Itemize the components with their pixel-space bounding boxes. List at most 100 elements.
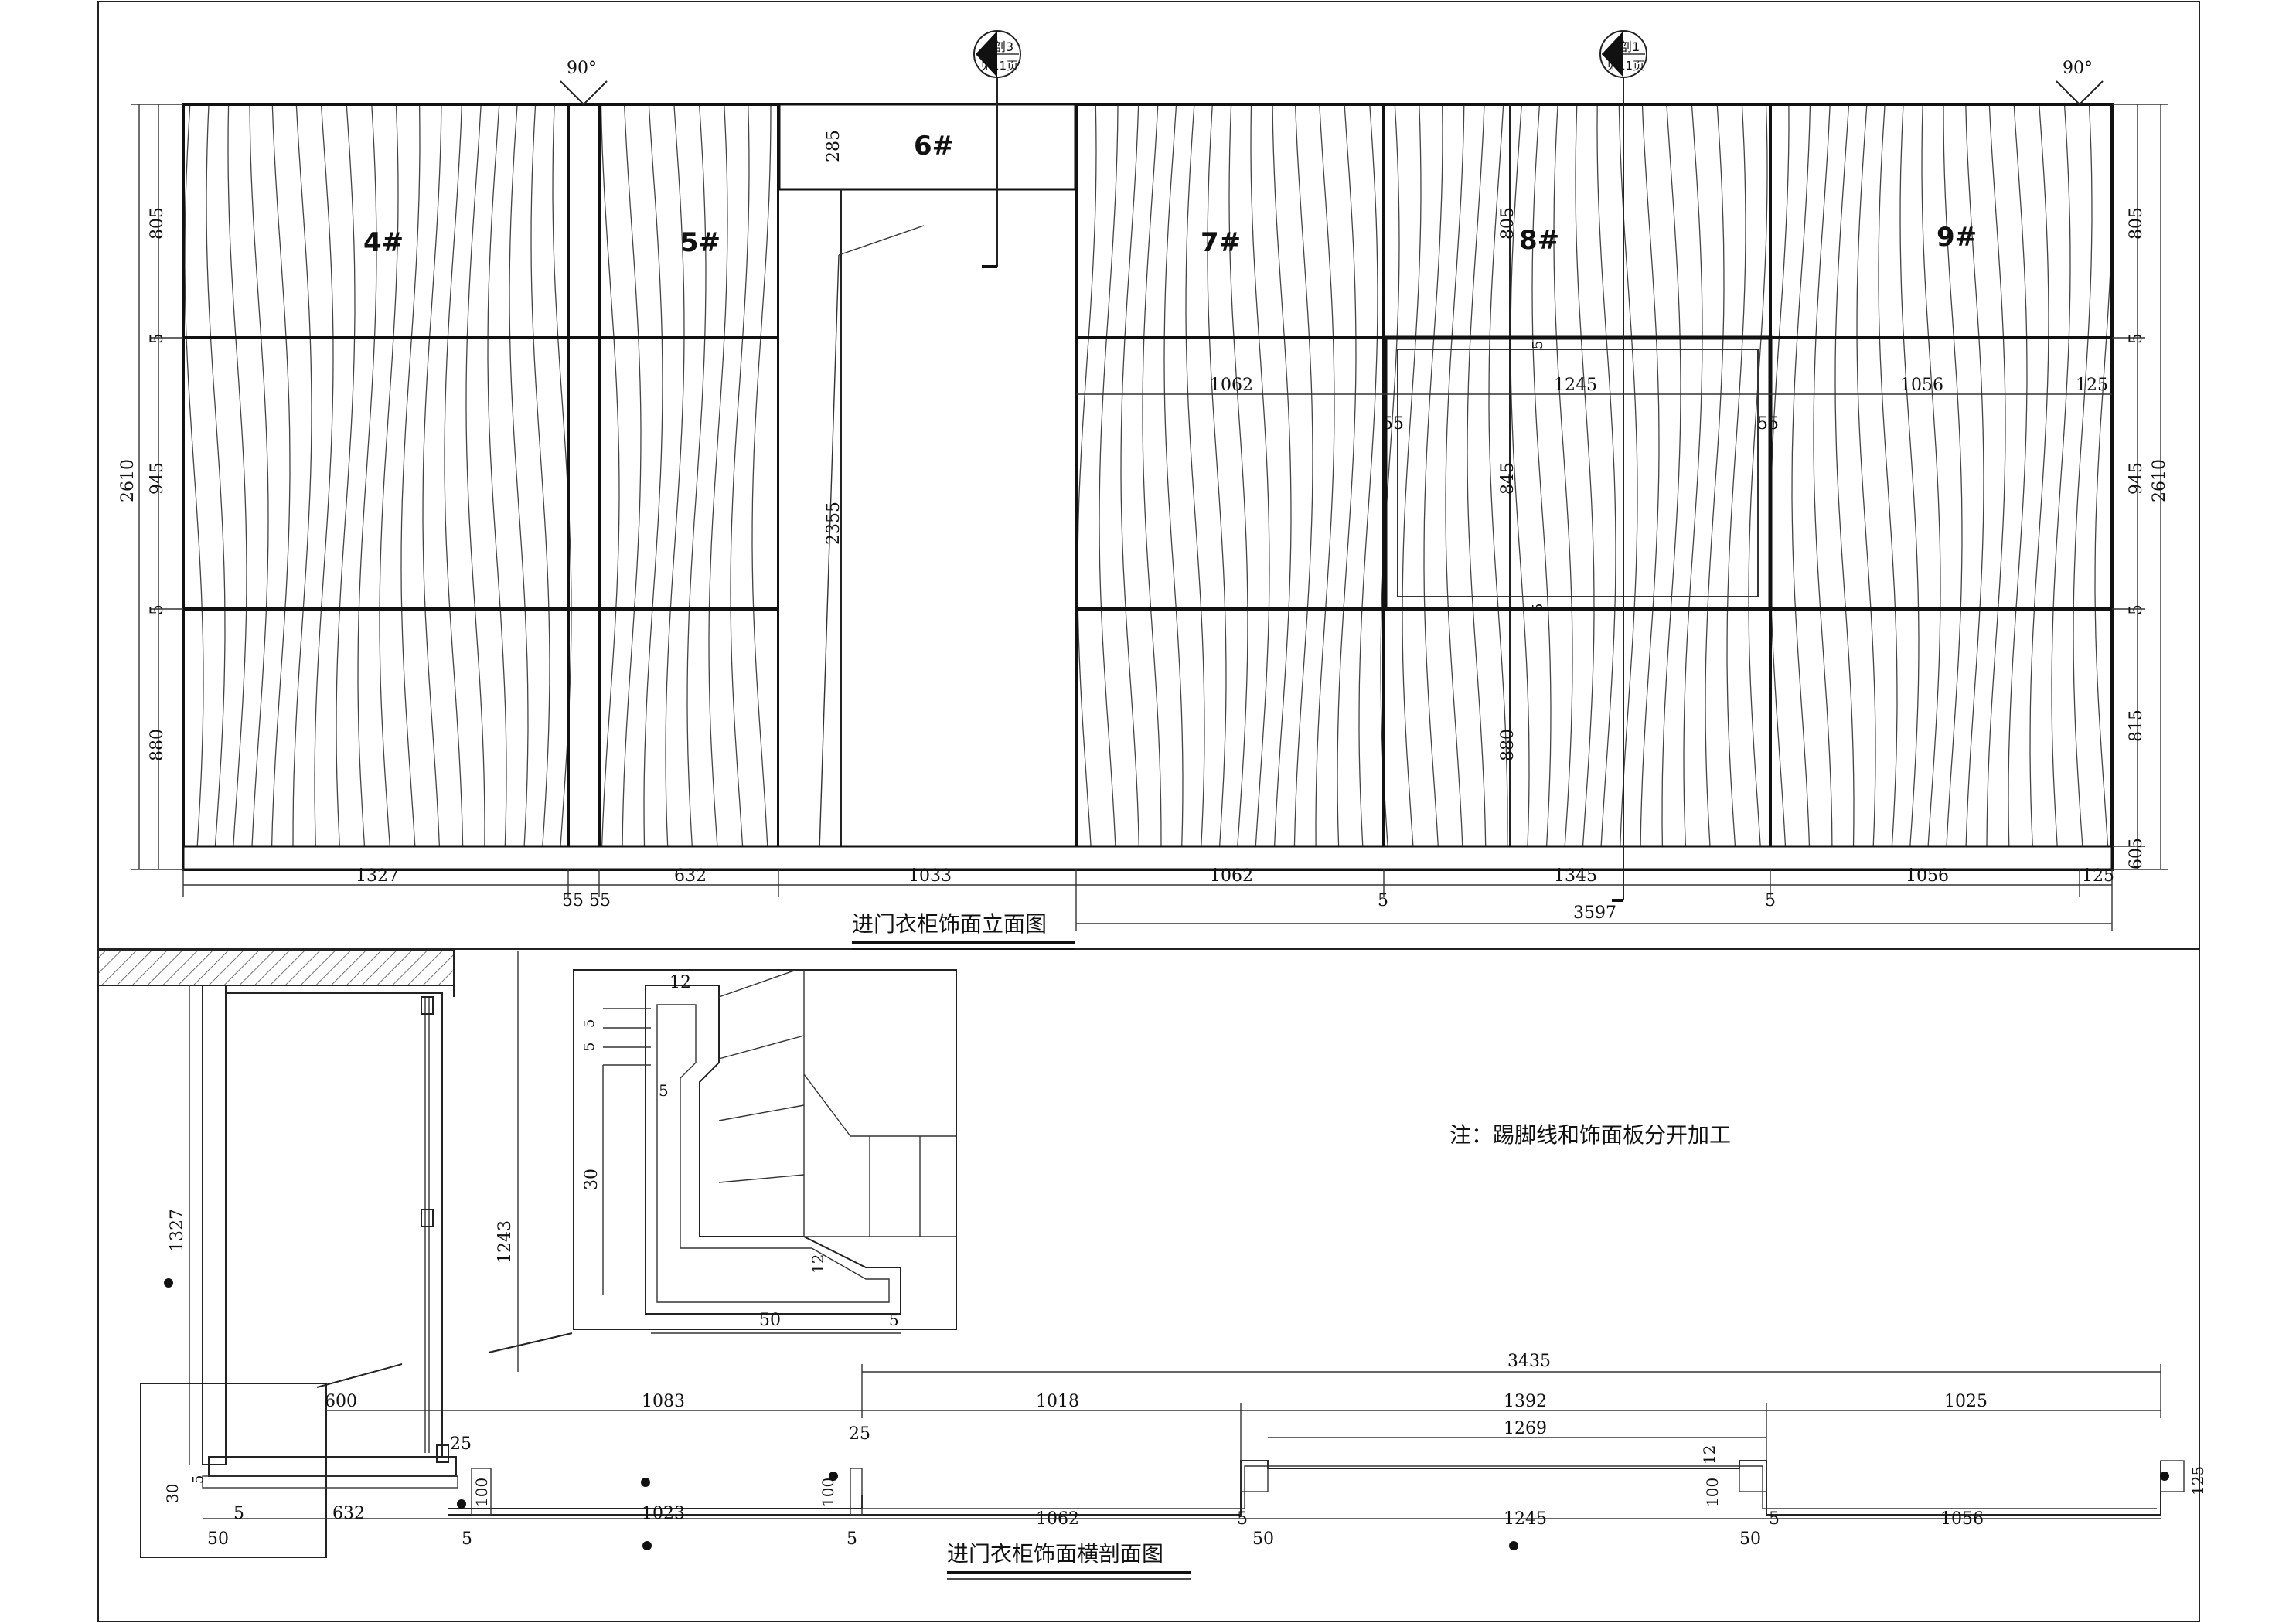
- bottom-dimension-chain: 1327 55 55 632 1033 1062 5 1345 5 1056 1…: [182, 866, 2114, 931]
- cabinet-inner-box: [225, 992, 443, 1458]
- dim-815-right: 815: [2127, 709, 2146, 742]
- dim-bottom-5e: 5: [847, 1529, 857, 1549]
- dim-bottom-1062: 1062: [1036, 1509, 1079, 1529]
- angle-text-left: 90°: [567, 59, 597, 78]
- wood-grain-line: [1272, 104, 1292, 847]
- svg-text:剖3: 剖3: [993, 39, 1013, 54]
- wood-grain-line: [1661, 104, 1681, 847]
- detail-dim-12b: 12: [809, 1254, 827, 1274]
- wood-grain-line: [1834, 104, 1855, 847]
- panel-label-5: 5#: [680, 227, 720, 258]
- ref-dot-4: [829, 1472, 838, 1481]
- wood-grain-line: [2051, 104, 2071, 847]
- dim-5-right-b: 5: [2127, 604, 2146, 615]
- panel-label-9: 9#: [1937, 222, 1977, 253]
- dim-5-section-left: 5: [190, 1475, 206, 1484]
- wall-hatch-top: [97, 950, 455, 986]
- wood-grain-line: [1142, 104, 1162, 847]
- wood-grain-line: [622, 104, 642, 847]
- wood-grain-line: [509, 104, 529, 847]
- detail-dim-5a: 5: [581, 1019, 598, 1028]
- wood-grain-line: [1575, 104, 1595, 847]
- niche-inner: [1397, 349, 1759, 597]
- dim-1018: 1018: [1036, 1392, 1079, 1411]
- magnify-leader: [316, 1363, 403, 1388]
- wood-grain-line: [1402, 104, 1422, 847]
- dim-25-a: 25: [450, 1434, 472, 1454]
- dim-285: 285: [824, 130, 843, 162]
- wood-grain-line: [487, 104, 507, 847]
- wood-grain-line: [184, 104, 204, 847]
- dim-1392: 1392: [1504, 1392, 1547, 1411]
- dim-3435: 3435: [1507, 1352, 1551, 1371]
- door-top-band: [778, 103, 1077, 191]
- cabinet-side-wall: [202, 985, 227, 1465]
- wood-grain-line: [1878, 104, 1898, 847]
- svg-text:见11页: 见11页: [980, 59, 1018, 73]
- dim-bottom-632: 632: [332, 1504, 365, 1523]
- profile-base-left: [202, 1475, 458, 1489]
- wood-grain-line: [1250, 104, 1270, 847]
- wood-grain-line: [2073, 104, 2093, 847]
- wood-grain-line: [379, 104, 399, 847]
- elevation-view: 4# 5# 6# 7# 8# 9# 90° 90° 剖3 见11页 剖1 见11…: [118, 30, 2169, 950]
- left-dimension-chain: 2610 805 5 945 5 880: [118, 104, 183, 870]
- dim-100-a: 100: [472, 1478, 491, 1507]
- wood-grain-line: [1077, 104, 1097, 847]
- wood-grain-line: [249, 104, 269, 847]
- hinge-top: [421, 996, 434, 1015]
- wood-grain-line: [227, 104, 247, 847]
- wood-grain-line: [314, 104, 334, 847]
- wood-grain-line: [2029, 104, 2049, 847]
- dim-1269: 1269: [1504, 1419, 1547, 1438]
- svg-text:见11页: 见11页: [1606, 59, 1644, 73]
- wood-grain-line: [643, 104, 663, 847]
- wood-grain-line: [2008, 104, 2028, 847]
- dim-bottom-5b: 5: [1237, 1509, 1248, 1529]
- dim-5-bottom-b: 5: [1765, 891, 1776, 910]
- wood-grain-line: [206, 104, 226, 847]
- ref-dot-5: [642, 1541, 652, 1550]
- dim-1056-bottom: 1056: [1906, 866, 1949, 886]
- wood-grain-line: [1207, 104, 1227, 847]
- detail-dim-5c: 5: [659, 1081, 669, 1100]
- dim-1327: 1327: [356, 866, 399, 886]
- wood-grain-line: [1358, 104, 1378, 847]
- wood-grain-line: [422, 104, 442, 847]
- section-marker-left: 剖3 见11页: [973, 30, 1021, 268]
- ref-dot-6: [1509, 1541, 1518, 1550]
- wood-grain-line: [271, 104, 291, 847]
- dim-100-c: 100: [1703, 1478, 1722, 1507]
- profile-block-left: [1240, 1460, 1269, 1492]
- door-opening: [779, 189, 1075, 869]
- wood-grain-line: [708, 104, 728, 847]
- dim-5-left-b: 5: [148, 604, 167, 615]
- magnify-leader-b: [488, 1332, 573, 1353]
- dim-bottom-5c: 5: [1769, 1509, 1780, 1529]
- dim-5-bottom-a: 5: [1378, 891, 1388, 910]
- wood-grain-line: [686, 104, 707, 847]
- wood-grain-line: [1467, 104, 1487, 847]
- wood-grain-line: [1856, 104, 1876, 847]
- dim-1033: 1033: [908, 866, 952, 886]
- detail-dim-50: 50: [759, 1311, 781, 1330]
- panel-label-4: 4#: [363, 227, 404, 258]
- wood-grain-line: [1293, 104, 1313, 847]
- dim-1345: 1345: [1554, 866, 1597, 886]
- wood-grain-line: [292, 104, 312, 847]
- ref-dot-7: [2160, 1472, 2169, 1481]
- section-marker-right: 剖1 见11页: [1599, 30, 1647, 902]
- dim-5-niche-bottom: 5: [1530, 604, 1546, 612]
- hinge-mid: [421, 1209, 434, 1227]
- wood-grain-line: [530, 104, 550, 847]
- panel-label-6: 6#: [914, 131, 954, 162]
- panel-label-8: 8#: [1519, 225, 1559, 256]
- dim-bottom-1245: 1245: [1504, 1509, 1547, 1529]
- wood-grain-line: [1423, 104, 1443, 847]
- wood-grain-line: [1337, 104, 1357, 847]
- door-slant: [819, 254, 840, 851]
- dim-3597: 3597: [1573, 903, 1616, 923]
- wood-grain-line: [1943, 104, 1963, 847]
- dim-bottom-5d: 5: [462, 1529, 472, 1549]
